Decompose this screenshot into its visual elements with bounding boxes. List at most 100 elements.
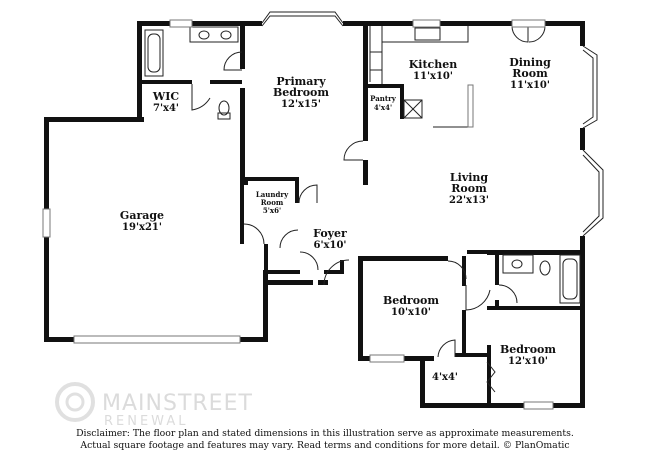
garage-dims: 19'x21' <box>122 222 162 233</box>
wall-segment <box>264 270 300 274</box>
wall-segment <box>240 21 262 26</box>
bathtub <box>559 254 581 304</box>
disclaimer-line1: Disclaimer: The floor plan and stated di… <box>76 428 574 439</box>
bedroom-1-dims: 10'x10' <box>391 307 431 318</box>
foyer-dims: 6'x10' <box>314 240 347 251</box>
watermark-line1: MAINSTREET <box>102 391 253 416</box>
wall-segment <box>363 21 368 141</box>
bay-window <box>582 154 600 233</box>
bedroom-2-name: Bedroom <box>500 343 556 356</box>
living-room-name-2: Room <box>451 182 487 195</box>
bedroom-2-dims: 12'x10' <box>508 356 548 367</box>
kitchen-name: Kitchen <box>409 58 458 71</box>
kitchen-sink <box>414 27 441 41</box>
wall-segment <box>244 177 248 185</box>
window <box>169 19 193 28</box>
wall-segment <box>358 256 363 361</box>
watermark-line2: RENEWAL <box>104 414 188 429</box>
kitchen-island <box>433 85 469 128</box>
door-swing <box>279 229 299 249</box>
window <box>523 401 554 410</box>
door-swing <box>437 339 456 358</box>
wall-segment <box>580 128 585 150</box>
laundry-room-name-1: Laundry <box>256 190 289 199</box>
wall-segment <box>263 270 268 342</box>
wall-segment <box>137 21 142 121</box>
door-swing <box>447 260 467 280</box>
wall-segment <box>44 117 144 122</box>
wall-segment <box>420 356 425 408</box>
vanity <box>189 26 239 43</box>
wall-segment <box>545 21 585 26</box>
wall-segment <box>495 300 499 310</box>
toilet <box>539 260 551 276</box>
sink <box>198 30 210 40</box>
laundry-room-dims: 5'x6' <box>263 206 281 215</box>
bathtub <box>562 258 578 300</box>
wall-segment <box>363 160 368 185</box>
dining-room-name-2: Room <box>512 67 548 80</box>
window <box>511 19 546 28</box>
mainstreet-logo: MAINSTREET RENEWAL <box>55 382 253 429</box>
wall-segment <box>142 80 192 84</box>
door-swing <box>299 251 319 271</box>
wall-segment <box>318 280 328 285</box>
wall-segment <box>467 250 487 254</box>
sink <box>220 30 232 40</box>
wall-segment <box>240 21 245 69</box>
wic-dims: 7'x4' <box>153 103 179 114</box>
wall-segment <box>368 84 404 88</box>
window <box>467 84 474 128</box>
door-swing <box>298 184 318 204</box>
wall-segment <box>363 21 413 26</box>
wall-segment <box>343 21 368 26</box>
wall-segment <box>487 345 491 407</box>
refrigerator-x <box>403 99 423 119</box>
wall-segment <box>240 88 245 122</box>
wall-segment <box>358 356 370 361</box>
dining-room-dims: 11'x10' <box>510 80 550 91</box>
room-labels: WIC 7'x4' Primary Bedroom 12'x15' Kitche… <box>120 56 556 383</box>
bay-window <box>582 149 604 237</box>
wic-name: WIC <box>152 90 179 103</box>
stove <box>369 51 383 71</box>
toilet-tank <box>217 112 231 120</box>
wall-segment <box>295 181 299 203</box>
wall-segment <box>495 250 499 285</box>
door-swing <box>498 284 518 304</box>
primary-bedroom-name-2: Bedroom <box>273 86 329 99</box>
door-swing <box>511 25 529 43</box>
windows <box>42 11 604 410</box>
wall-segment <box>487 306 585 310</box>
wall-segment <box>44 337 74 342</box>
sink <box>511 259 523 269</box>
wall-segment <box>44 237 49 342</box>
bay-window <box>261 15 344 27</box>
kitchen-counter <box>382 26 469 43</box>
laundry-room-name-2: Room <box>261 198 284 207</box>
garage-door <box>73 335 241 344</box>
kitchen-dims: 11'x10' <box>413 71 453 82</box>
wall-segment <box>487 250 585 255</box>
wall-segment <box>240 122 245 180</box>
window <box>412 19 441 28</box>
primary-bedroom-dims: 12'x15' <box>281 99 321 110</box>
foyer-name: Foyer <box>313 227 347 240</box>
wall-segment <box>210 80 242 84</box>
bay-window <box>582 45 598 129</box>
living-room-dims: 22'x13' <box>449 195 489 206</box>
wall-segment <box>440 21 512 26</box>
refrigerator <box>403 99 423 119</box>
bay-window <box>261 11 344 24</box>
pantry-name: Pantry <box>370 94 397 103</box>
disclaimer-line2: Actual square footage and features may v… <box>80 440 570 451</box>
door-swing <box>191 84 211 111</box>
vanity <box>502 254 534 274</box>
wall-segment <box>553 403 585 408</box>
bathtub <box>144 29 164 77</box>
window <box>42 208 51 238</box>
dining-room-name-1: Dining <box>509 56 551 69</box>
wall-segment <box>400 84 404 119</box>
bathtub <box>147 33 161 73</box>
garage-name: Garage <box>120 209 164 222</box>
